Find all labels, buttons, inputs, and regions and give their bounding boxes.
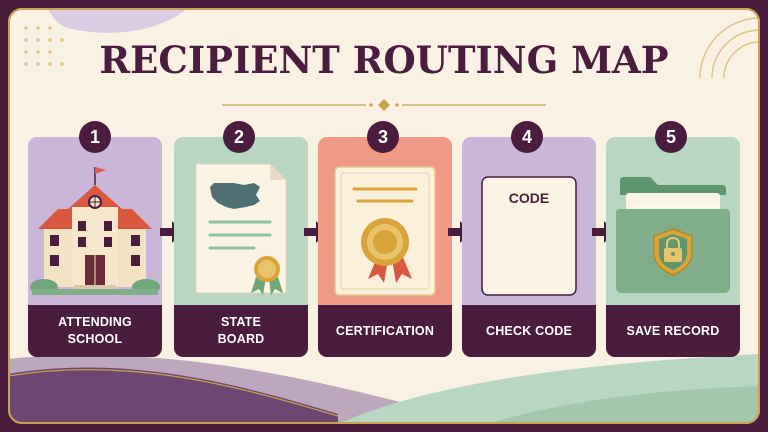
step-2-label: STATE BOARD	[174, 305, 308, 357]
step-1-card: ATTENDING SCHOOL	[28, 137, 162, 357]
step-1-number-badge: 1	[79, 121, 111, 153]
step-2-card: STATE BOARD	[174, 137, 308, 357]
corner-arcs-decoration	[699, 17, 760, 79]
step-1-label: ATTENDING SCHOOL	[28, 305, 162, 357]
step-3-number-badge: 3	[367, 121, 399, 153]
step-4-label: CHECK CODE	[462, 305, 596, 357]
diagram-title: RECIPIENT ROUTING MAP	[99, 38, 669, 82]
bottom-wave-decoration	[8, 354, 760, 424]
code-card-text: CODE	[509, 190, 549, 206]
step-3-card: CERTIFICATION	[318, 137, 452, 357]
school-building-icon	[30, 167, 160, 295]
corner-dots-decoration	[24, 26, 64, 66]
title-divider	[222, 99, 546, 111]
step-5-label: SAVE RECORD	[606, 305, 740, 357]
code-card-icon: CODE	[481, 176, 577, 296]
step-2-number-badge: 2	[223, 121, 255, 153]
step-5-number-badge: 5	[655, 121, 687, 153]
step-4-number-badge: 4	[511, 121, 543, 153]
corner-blob-decoration	[48, 8, 188, 33]
step-4-card: CODE CHECK CODE	[462, 137, 596, 357]
step-5-card: SAVE RECORD	[606, 137, 740, 357]
step-3-label: CERTIFICATION	[318, 305, 452, 357]
secure-folder-icon	[616, 177, 730, 293]
state-document-icon	[195, 163, 287, 295]
certificate-icon	[334, 166, 436, 296]
